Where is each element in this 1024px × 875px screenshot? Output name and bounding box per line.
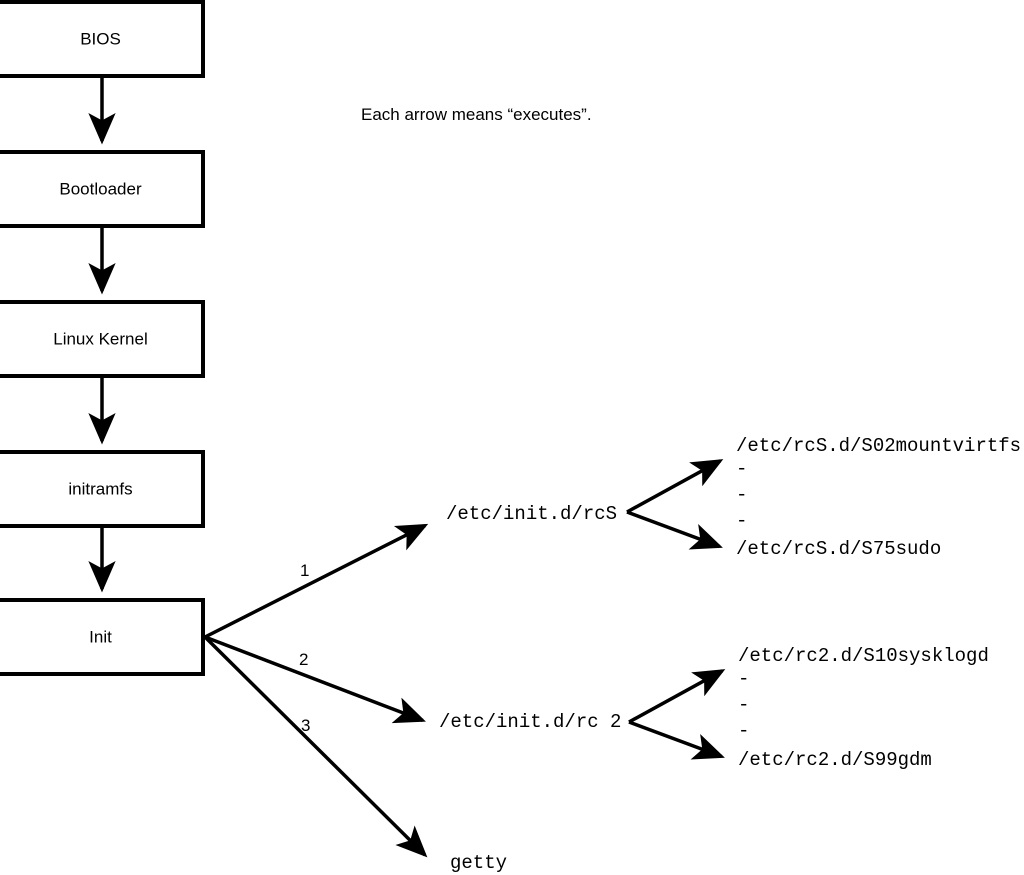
ellipsis-dash-rcs-scripts-1: -: [736, 458, 747, 480]
process-box-bootloader: Bootloader: [0, 150, 205, 228]
script-label-rcs-scripts-last: /etc/rcS.d/S75sudo: [736, 538, 941, 560]
arrow-rcs-scripts-first: [626, 459, 724, 514]
arrow-rc2-scripts-first: [628, 669, 726, 724]
box-outline-bios: [0, 0, 205, 78]
ellipsis-dash-rcs-scripts-2: -: [736, 484, 747, 506]
arrow-rc2-scripts-last: [628, 720, 725, 760]
ellipsis-dash-rc2-scripts-2: -: [738, 694, 749, 716]
process-box-init: Init: [0, 598, 205, 676]
box-label-init: Init: [89, 627, 112, 646]
box-outline-bootloader: [0, 150, 205, 228]
arrow-branch-rc2: [204, 635, 426, 724]
box-outline-initramfs: [0, 450, 205, 528]
init-branch-arrows-group: 1/etc/init.d/rcS 2/etc/init.d/rc 2 3 getty: [203, 503, 621, 874]
box-label-bios: BIOS: [80, 29, 121, 48]
target-label-branch-rcs: /etc/init.d/rcS: [446, 503, 617, 525]
script-label-rc2-scripts-last: /etc/rc2.d/S99gdm: [738, 749, 932, 771]
target-label-branch-rc2: /etc/init.d/rc 2: [439, 711, 621, 733]
script-label-rcs-scripts-first: /etc/rcS.d/S02mountvirtfs: [736, 435, 1021, 457]
script-group-rc2-scripts: /etc/rc2.d/S10sysklogd/etc/rc2.d/S99gdm -…: [628, 645, 989, 771]
box-label-initramfs: initramfs: [68, 479, 132, 498]
edge-order-label-branch-rcs: 1: [300, 561, 309, 580]
ellipsis-dash-rcs-scripts-3: -: [736, 510, 747, 532]
arrow-branch-getty: [203, 635, 428, 858]
ellipsis-dash-rc2-scripts-3: -: [738, 720, 749, 742]
arrow-rcs-scripts-last: [626, 510, 723, 550]
process-box-kernel: Linux Kernel: [0, 300, 205, 378]
script-label-rc2-scripts-first: /etc/rc2.d/S10sysklogd: [738, 645, 989, 667]
box-label-kernel: Linux Kernel: [53, 329, 148, 348]
ellipsis-dash-rc2-scripts-1: -: [738, 668, 749, 690]
process-box-bios: BIOS: [0, 0, 205, 78]
arrow-branch-rcs: [204, 523, 429, 639]
box-outline-init: [0, 598, 205, 676]
box-outline-kernel: [0, 300, 205, 378]
caption-executes-note: Each arrow means “executes”.: [361, 105, 592, 124]
target-label-branch-getty: getty: [450, 852, 507, 874]
edge-order-label-branch-getty: 3: [301, 716, 310, 735]
box-label-bootloader: Bootloader: [59, 179, 142, 198]
script-group-rcs-scripts: /etc/rcS.d/S02mountvirtfs/etc/rcS.d/S75s…: [626, 435, 1021, 560]
script-fanout-group: /etc/rcS.d/S02mountvirtfs/etc/rcS.d/S75s…: [626, 435, 1021, 771]
edge-order-label-branch-rc2: 2: [299, 650, 308, 669]
process-box-initramfs: initramfs: [0, 450, 205, 528]
